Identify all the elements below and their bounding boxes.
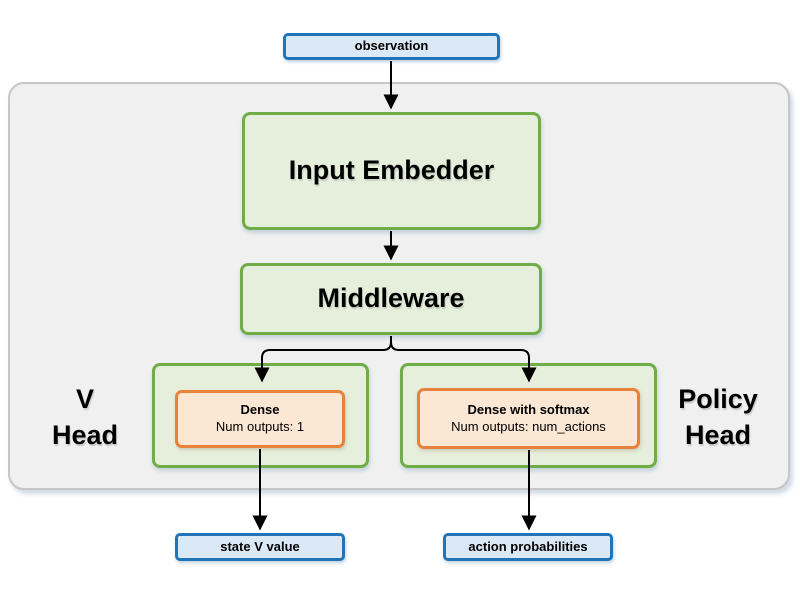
policy-head-label-line1: Policy <box>678 384 758 414</box>
policy-head-label-line2: Head <box>684 420 752 451</box>
policy-head-label: Policy Head <box>658 381 778 454</box>
observation-node: observation <box>283 33 500 60</box>
input-embedder-node: Input Embedder <box>242 112 541 230</box>
middleware-label: Middleware <box>317 283 465 314</box>
policy-dense-title: Dense with softmax <box>467 401 590 417</box>
v-head-label-line2: Head <box>51 420 119 451</box>
middleware-node: Middleware <box>240 263 542 335</box>
v-head-label: V Head <box>25 381 145 454</box>
v-dense-subtitle: Num outputs: 1 <box>215 419 305 434</box>
v-head-label-line1: V <box>75 384 94 414</box>
policy-dense-subtitle: Num outputs: num_actions <box>451 418 606 434</box>
v-dense-node: Dense Num outputs: 1 <box>175 390 345 448</box>
observation-label: observation <box>354 38 429 54</box>
input-embedder-label: Input Embedder <box>288 155 495 186</box>
v-dense-title: Dense <box>240 402 280 418</box>
state-v-value-node: state V value <box>175 533 345 561</box>
action-probabilities-node: action probabilities <box>443 533 613 561</box>
action-probabilities-label: action probabilities <box>468 538 588 554</box>
policy-dense-node: Dense with softmax Num outputs: num_acti… <box>417 388 640 449</box>
state-v-value-label: state V value <box>220 538 300 554</box>
